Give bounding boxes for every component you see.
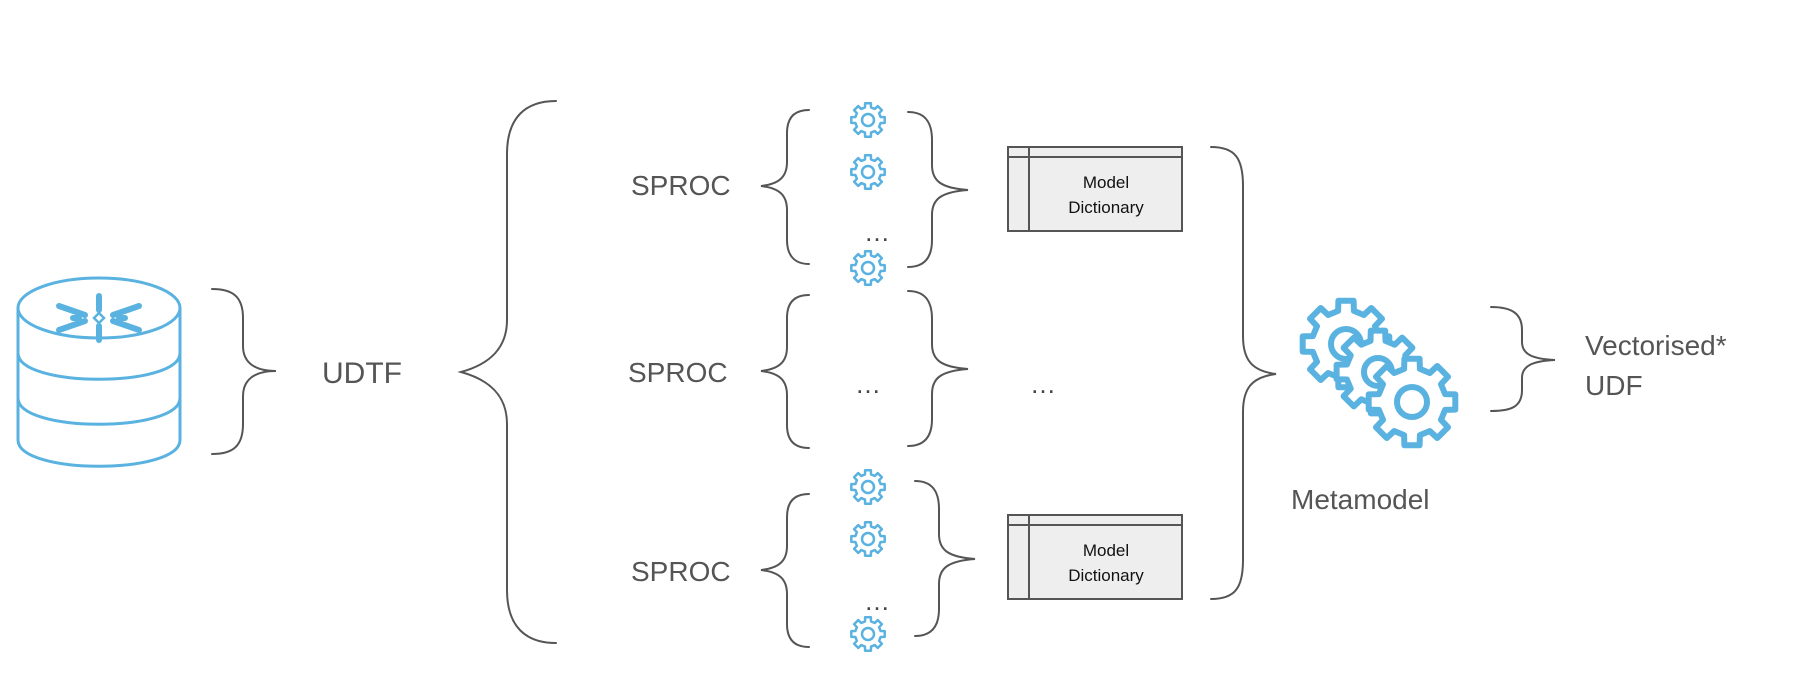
brace-sproc-top-left [760, 109, 810, 265]
model-dictionary-bottom: Model Dictionary [1007, 514, 1183, 600]
svg-text:Dictionary: Dictionary [1068, 566, 1144, 585]
svg-text:Model: Model [1083, 173, 1129, 192]
vectorised-label-line2: UDF [1585, 370, 1643, 401]
svg-text:Dictionary: Dictionary [1068, 198, 1144, 217]
ellipsis-bottom: … [864, 586, 890, 616]
brace-dictionaries [1210, 146, 1277, 600]
brace-database [211, 288, 277, 455]
gear-icon [850, 250, 886, 286]
brace-sproc-middle-left [760, 294, 810, 449]
gears-icon [1299, 297, 1459, 449]
sproc-label-middle: SPROC [628, 357, 728, 388]
brace-sproc-bottom-left [760, 493, 810, 648]
gear-icon [850, 616, 886, 652]
svg-text:Model: Model [1083, 541, 1129, 560]
gear-icon [850, 469, 886, 505]
brace-sproc-top-right [907, 111, 969, 268]
gear-icon [850, 154, 886, 190]
ellipsis-middle: … [855, 369, 881, 399]
metamodel-label: Metamodel [1291, 484, 1430, 515]
vectorised-label-line1: Vectorised* [1585, 330, 1727, 361]
gear-icon [850, 521, 886, 557]
model-dictionary-top: Model Dictionary [1007, 146, 1183, 232]
ellipsis-top: … [864, 217, 890, 247]
ellipsis-dictionary-middle: … [1030, 369, 1056, 399]
sproc-label-top: SPROC [631, 170, 731, 201]
sproc-label-bottom: SPROC [631, 556, 731, 587]
snowflake-database-icon [16, 276, 182, 468]
brace-sproc-middle-right [907, 290, 969, 447]
udtf-label: UDTF [322, 357, 402, 390]
gear-icon [850, 102, 886, 138]
brace-udtf [457, 100, 557, 644]
brace-sproc-bottom-right [914, 480, 976, 637]
brace-metamodel [1490, 306, 1556, 412]
